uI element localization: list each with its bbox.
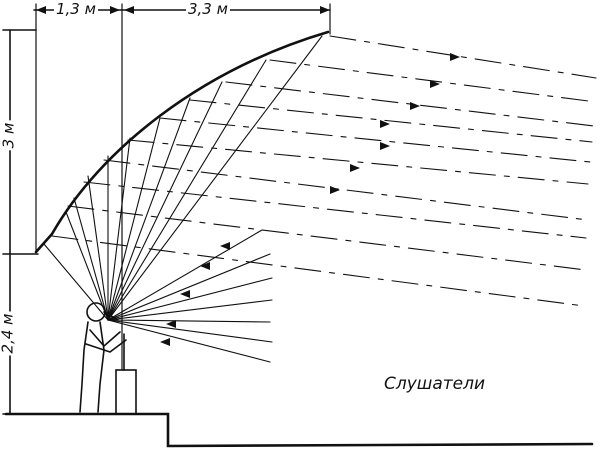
ray-arrowheads xyxy=(160,53,460,346)
arrow-left-end xyxy=(36,6,46,14)
dimension-label-3m: 3 м xyxy=(0,120,18,151)
dimension-label-1-3m: 1,3 м xyxy=(54,0,98,18)
arrow-mid-right xyxy=(124,6,134,14)
direct-rays xyxy=(107,229,273,363)
arrow-mid-left xyxy=(110,6,120,14)
dimension-label-2-4m: 2,4 м xyxy=(0,311,17,356)
arrow-right-end xyxy=(320,6,330,14)
speaker-figure xyxy=(79,302,127,413)
stage-floor xyxy=(4,412,594,448)
lectern xyxy=(115,369,137,415)
dimension-label-3-3m: 3,3 м xyxy=(186,0,230,18)
audience-label: Слушатели xyxy=(382,374,488,394)
rays-to-reflector xyxy=(43,35,323,321)
